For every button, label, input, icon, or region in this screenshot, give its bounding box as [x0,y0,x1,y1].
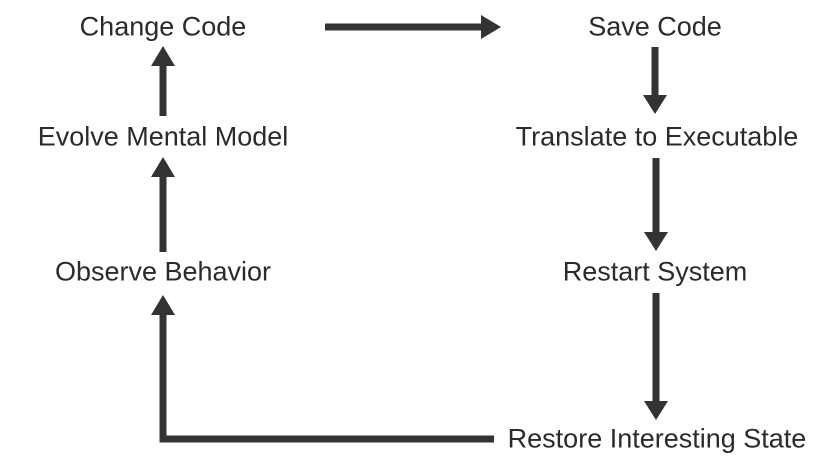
edge-evolve-to-change-arrowhead [151,46,175,66]
node-save-code[interactable]: Save Code [588,11,722,42]
edge-observe-to-evolve-arrowhead [151,157,175,177]
node-observe-behavior[interactable]: Observe Behavior [54,256,272,287]
edge-save-code-to-translate [643,47,667,114]
edge-restore-state-to-observe-behavior [151,295,494,443]
edge-observe-behavior-to-evolve-mental-model [151,157,175,252]
node-restore-interesting-state[interactable]: Restore Interesting State [507,423,807,454]
edge-restore-to-observe-arrowhead [151,295,175,315]
edge-restore-to-observe-shaft [159,310,494,443]
edge-translate-to-restart-system [644,158,668,251]
node-change-code[interactable]: Change Code [79,11,247,42]
node-evolve-mental-model[interactable]: Evolve Mental Model [37,121,289,152]
edge-evolve-mental-model-to-change-code [151,46,175,116]
edge-save-to-translate-arrowhead [643,95,667,114]
node-restart-system[interactable]: Restart System [562,256,748,287]
edge-restart-to-restore-arrowhead [644,401,668,420]
edge-change-code-to-save-code [325,15,501,39]
edge-change-to-save-arrowhead [481,15,501,39]
node-translate-to-executable[interactable]: Translate to Executable [515,121,799,152]
edge-translate-to-restart-arrowhead [644,232,668,251]
edge-restart-system-to-restore-state [644,293,668,420]
